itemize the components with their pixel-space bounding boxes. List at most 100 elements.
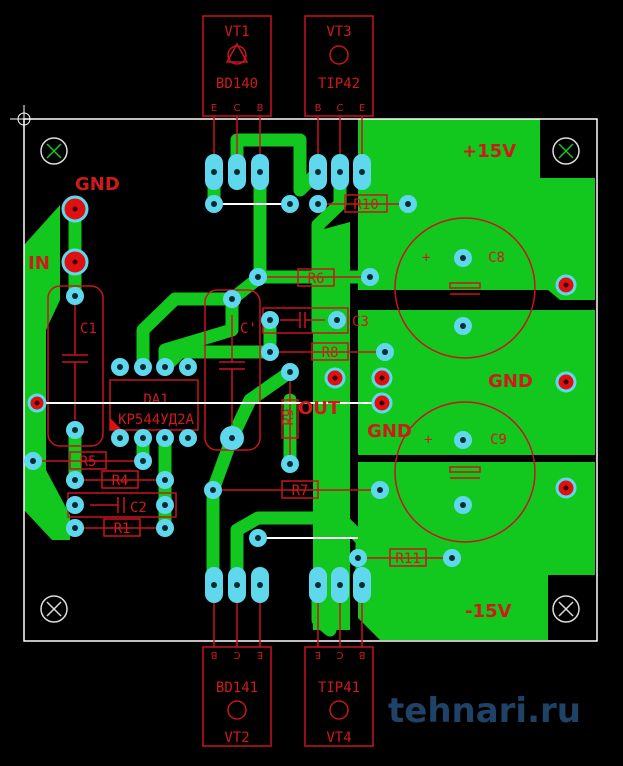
drill-hole [72, 206, 78, 212]
svg-text:R10: R10 [353, 197, 378, 213]
drill-hole [563, 379, 569, 385]
svg-text:E: E [315, 649, 321, 660]
svg-text:+: + [422, 250, 430, 266]
mounting-holes [40, 137, 580, 623]
drill-hole [211, 582, 217, 588]
drill-hole [355, 555, 361, 561]
drill-hole [460, 437, 466, 443]
svg-text:C': C' [240, 321, 257, 337]
drill-hole [140, 364, 146, 370]
plus15v-pour [358, 119, 595, 300]
drill-hole [337, 582, 343, 588]
drill-hole [72, 477, 78, 483]
drill-hole [72, 259, 78, 265]
transistor-vt2: B C E BD141 VT2 [202, 600, 272, 747]
drill-hole [185, 364, 191, 370]
drill-hole [267, 349, 273, 355]
svg-text:C: C [337, 103, 344, 114]
resistor-r10: R10 [318, 194, 408, 213]
drill-hole [211, 201, 217, 207]
drill-hole [267, 317, 273, 323]
resistor-r1: R1 [75, 518, 165, 537]
transistor-vt4: E C B TIP41 VT4 [304, 600, 374, 747]
svg-text:C: C [233, 649, 240, 660]
svg-text:R4: R4 [112, 473, 129, 489]
drill-hole [405, 201, 411, 207]
drill-hole [234, 169, 240, 175]
svg-text:C: C [234, 103, 241, 114]
drill-hole [255, 535, 261, 541]
transistor-vt1: VT1 BD140 E C B [202, 15, 272, 160]
capacitor-c9: +C9 [394, 401, 536, 543]
drill-hole [117, 435, 123, 441]
drill-hole [72, 427, 78, 433]
resistor-r11: R11 [358, 548, 452, 567]
resistor-r8: R8 [270, 342, 385, 361]
drill-hole [257, 582, 263, 588]
drill-hole [229, 296, 235, 302]
net-label-out: OUT [298, 398, 341, 419]
drill-hole [211, 169, 217, 175]
drill-hole [34, 400, 40, 406]
svg-text:C1: C1 [80, 321, 97, 337]
svg-text:B: B [315, 103, 322, 114]
drill-hole [140, 435, 146, 441]
drill-hole [379, 400, 385, 406]
drill-hole [337, 169, 343, 175]
silkscreen: VT1 BD140 E C B VT3 TIP42 B C E B C E BD… [33, 15, 536, 747]
drill-hole [332, 375, 338, 381]
svg-text:R1: R1 [114, 521, 131, 537]
drill-hole [257, 169, 263, 175]
watermark: tehnari.ru [388, 691, 581, 731]
drill-hole [255, 274, 261, 280]
svg-text:C9: C9 [490, 432, 507, 448]
drill-hole [563, 485, 569, 491]
svg-text:R7: R7 [292, 483, 309, 499]
svg-text:C: C [336, 649, 343, 660]
ic-da1: DA1 КР544УД2А [109, 379, 199, 431]
minus15v-pour [358, 462, 595, 640]
drill-hole [162, 502, 168, 508]
drill-hole [72, 293, 78, 299]
origin-marker [10, 105, 38, 133]
svg-text:C8: C8 [488, 250, 505, 266]
drill-hole [315, 169, 321, 175]
svg-text:R5: R5 [80, 454, 97, 470]
drill-hole [287, 461, 293, 467]
resistor-r4: R4 [75, 470, 165, 489]
svg-text:TIP42: TIP42 [318, 76, 360, 92]
net-label-plus15v: +15V [462, 141, 516, 162]
capacitor-c1: C1 [47, 285, 104, 447]
drill-hole [449, 555, 455, 561]
gnd-pour [358, 310, 595, 455]
drill-hole [382, 349, 388, 355]
mounting-hole-icon [552, 595, 580, 623]
drill-hole [234, 582, 240, 588]
drill-hole [315, 201, 321, 207]
svg-text:C2: C2 [130, 500, 147, 516]
net-label-gnd-mid: GND [367, 421, 412, 442]
drill-hole [563, 282, 569, 288]
resistor-r9: R9 [281, 372, 299, 464]
net-label-minus15v: -15V [465, 601, 512, 622]
svg-text:VT3: VT3 [326, 24, 351, 40]
drill-hole [460, 502, 466, 508]
net-label-in: IN [28, 253, 50, 274]
drill-hole [162, 364, 168, 370]
drill-hole [229, 435, 235, 441]
svg-text:BD141: BD141 [216, 680, 258, 696]
drill-hole [377, 487, 383, 493]
drill-hole [460, 323, 466, 329]
svg-text:R11: R11 [395, 551, 420, 567]
jumper-wires [37, 203, 382, 539]
drill-hole [72, 525, 78, 531]
drill-hole [162, 525, 168, 531]
svg-text:VT2: VT2 [224, 730, 249, 746]
svg-text:E: E [211, 103, 217, 114]
drill-hole [334, 317, 340, 323]
drill-hole [140, 458, 146, 464]
capacitor-c7: C' [204, 289, 261, 451]
svg-text:B: B [210, 649, 217, 660]
net-label-gnd-input: GND [75, 174, 120, 195]
